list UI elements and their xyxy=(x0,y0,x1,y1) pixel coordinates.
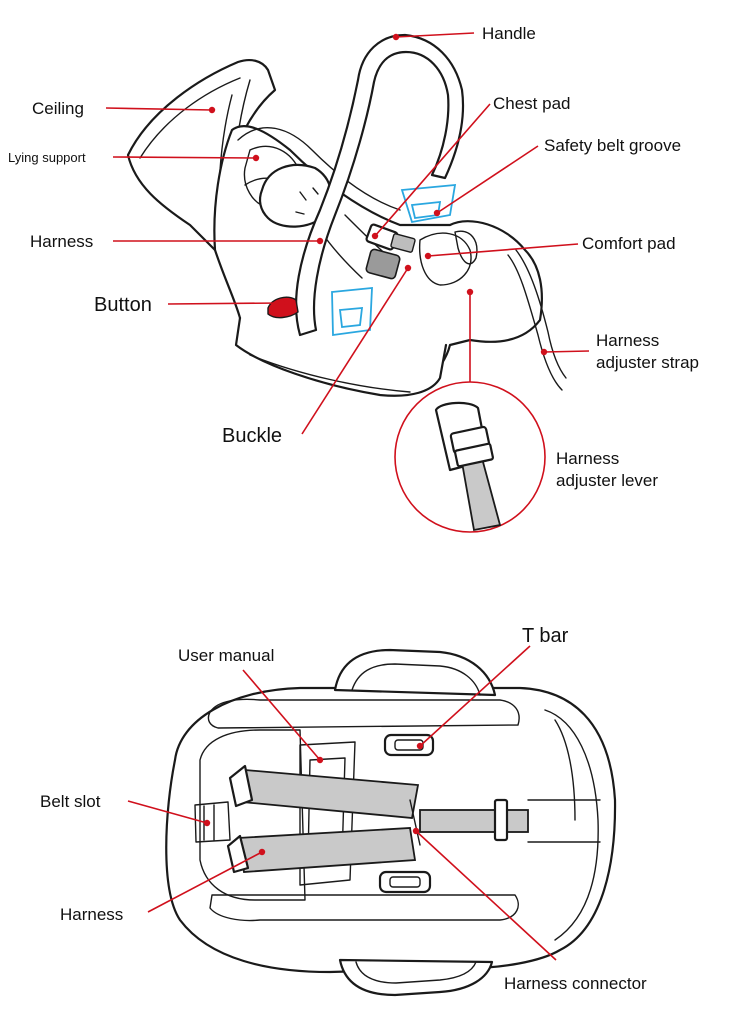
car-seat-underside-view xyxy=(165,648,617,997)
label-comfort-pad: Comfort pad xyxy=(582,234,676,253)
label-safety-belt-groove: Safety belt groove xyxy=(544,136,681,155)
top-leader-lines xyxy=(105,32,590,435)
label-belt-slot: Belt slot xyxy=(40,792,101,811)
bottom-labels: T bar User manual Belt slot Harness Harn… xyxy=(40,625,647,993)
label-harness-bottom: Harness xyxy=(60,905,123,924)
label-buckle: Buckle xyxy=(222,425,282,447)
label-user-manual: User manual xyxy=(178,646,274,665)
bottom-leader-lines xyxy=(127,645,557,961)
label-harness-connector: Harness connector xyxy=(504,974,647,993)
label-button: Button xyxy=(94,294,152,316)
label-harness-adjuster-strap-line2: adjuster strap xyxy=(596,353,699,372)
label-chest-pad: Chest pad xyxy=(493,94,571,113)
adjuster-lever-zoom xyxy=(434,401,502,532)
label-harness-adjuster-strap-line1: Harness xyxy=(596,331,659,350)
label-ceiling: Ceiling xyxy=(32,99,84,118)
top-labels: Handle Ceiling Chest pad Lying support S… xyxy=(8,24,699,490)
label-harness-adjuster-lever-line2: adjuster lever xyxy=(556,471,658,490)
label-lying-support: Lying support xyxy=(8,150,86,165)
label-handle: Handle xyxy=(482,24,536,43)
label-t-bar: T bar xyxy=(522,625,569,647)
car-seat-side-view xyxy=(126,33,567,533)
label-harness-top: Harness xyxy=(30,232,93,251)
label-harness-adjuster-lever-line1: Harness xyxy=(556,449,619,468)
